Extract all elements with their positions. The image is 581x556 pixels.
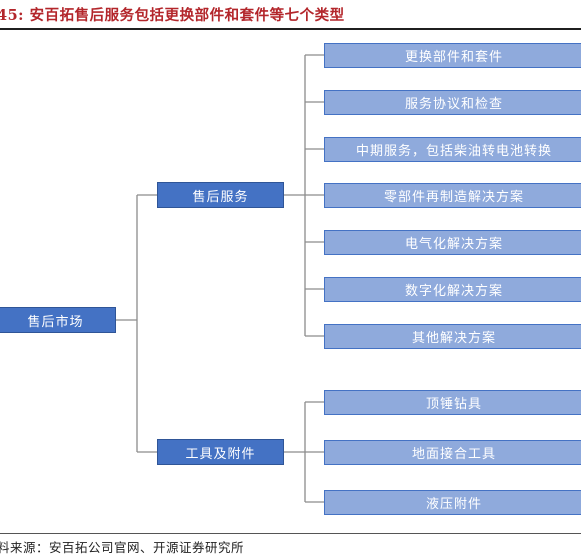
title-divider	[0, 28, 581, 30]
branch-node-tools-accessories: 工具及附件	[157, 439, 284, 465]
leaf-node-ground-engaging-tools: 地面接合工具	[324, 440, 581, 465]
connector-root	[116, 194, 157, 453]
source-note: 料来源：安百拓公司官网、开源证券研究所	[0, 540, 245, 555]
leaf-node-replacement-parts: 更换部件和套件	[324, 43, 581, 68]
connector-branch-2	[284, 401, 324, 503]
connector-branch-1	[284, 54, 324, 337]
leaf-node-reman-solutions: 零部件再制造解决方案	[324, 183, 581, 208]
leaf-node-service-agreements: 服务协议和检查	[324, 90, 581, 115]
leaf-node-other-solutions: 其他解决方案	[324, 324, 581, 349]
leaf-node-hydraulic-attachments: 液压附件	[324, 490, 581, 515]
footer-divider	[0, 533, 581, 534]
leaf-node-midlife-service: 中期服务，包括柴油转电池转换	[324, 137, 581, 162]
branch-node-after-sales-service: 售后服务	[157, 182, 284, 208]
root-node: 售后市场	[0, 307, 116, 333]
leaf-node-electrification: 电气化解决方案	[324, 230, 581, 255]
leaf-node-tophammer-tools: 顶锤钻具	[324, 390, 581, 415]
figure-title: 45: 安百拓售后服务包括更换部件和套件等七个类型	[0, 7, 345, 24]
leaf-node-digital-solutions: 数字化解决方案	[324, 277, 581, 302]
